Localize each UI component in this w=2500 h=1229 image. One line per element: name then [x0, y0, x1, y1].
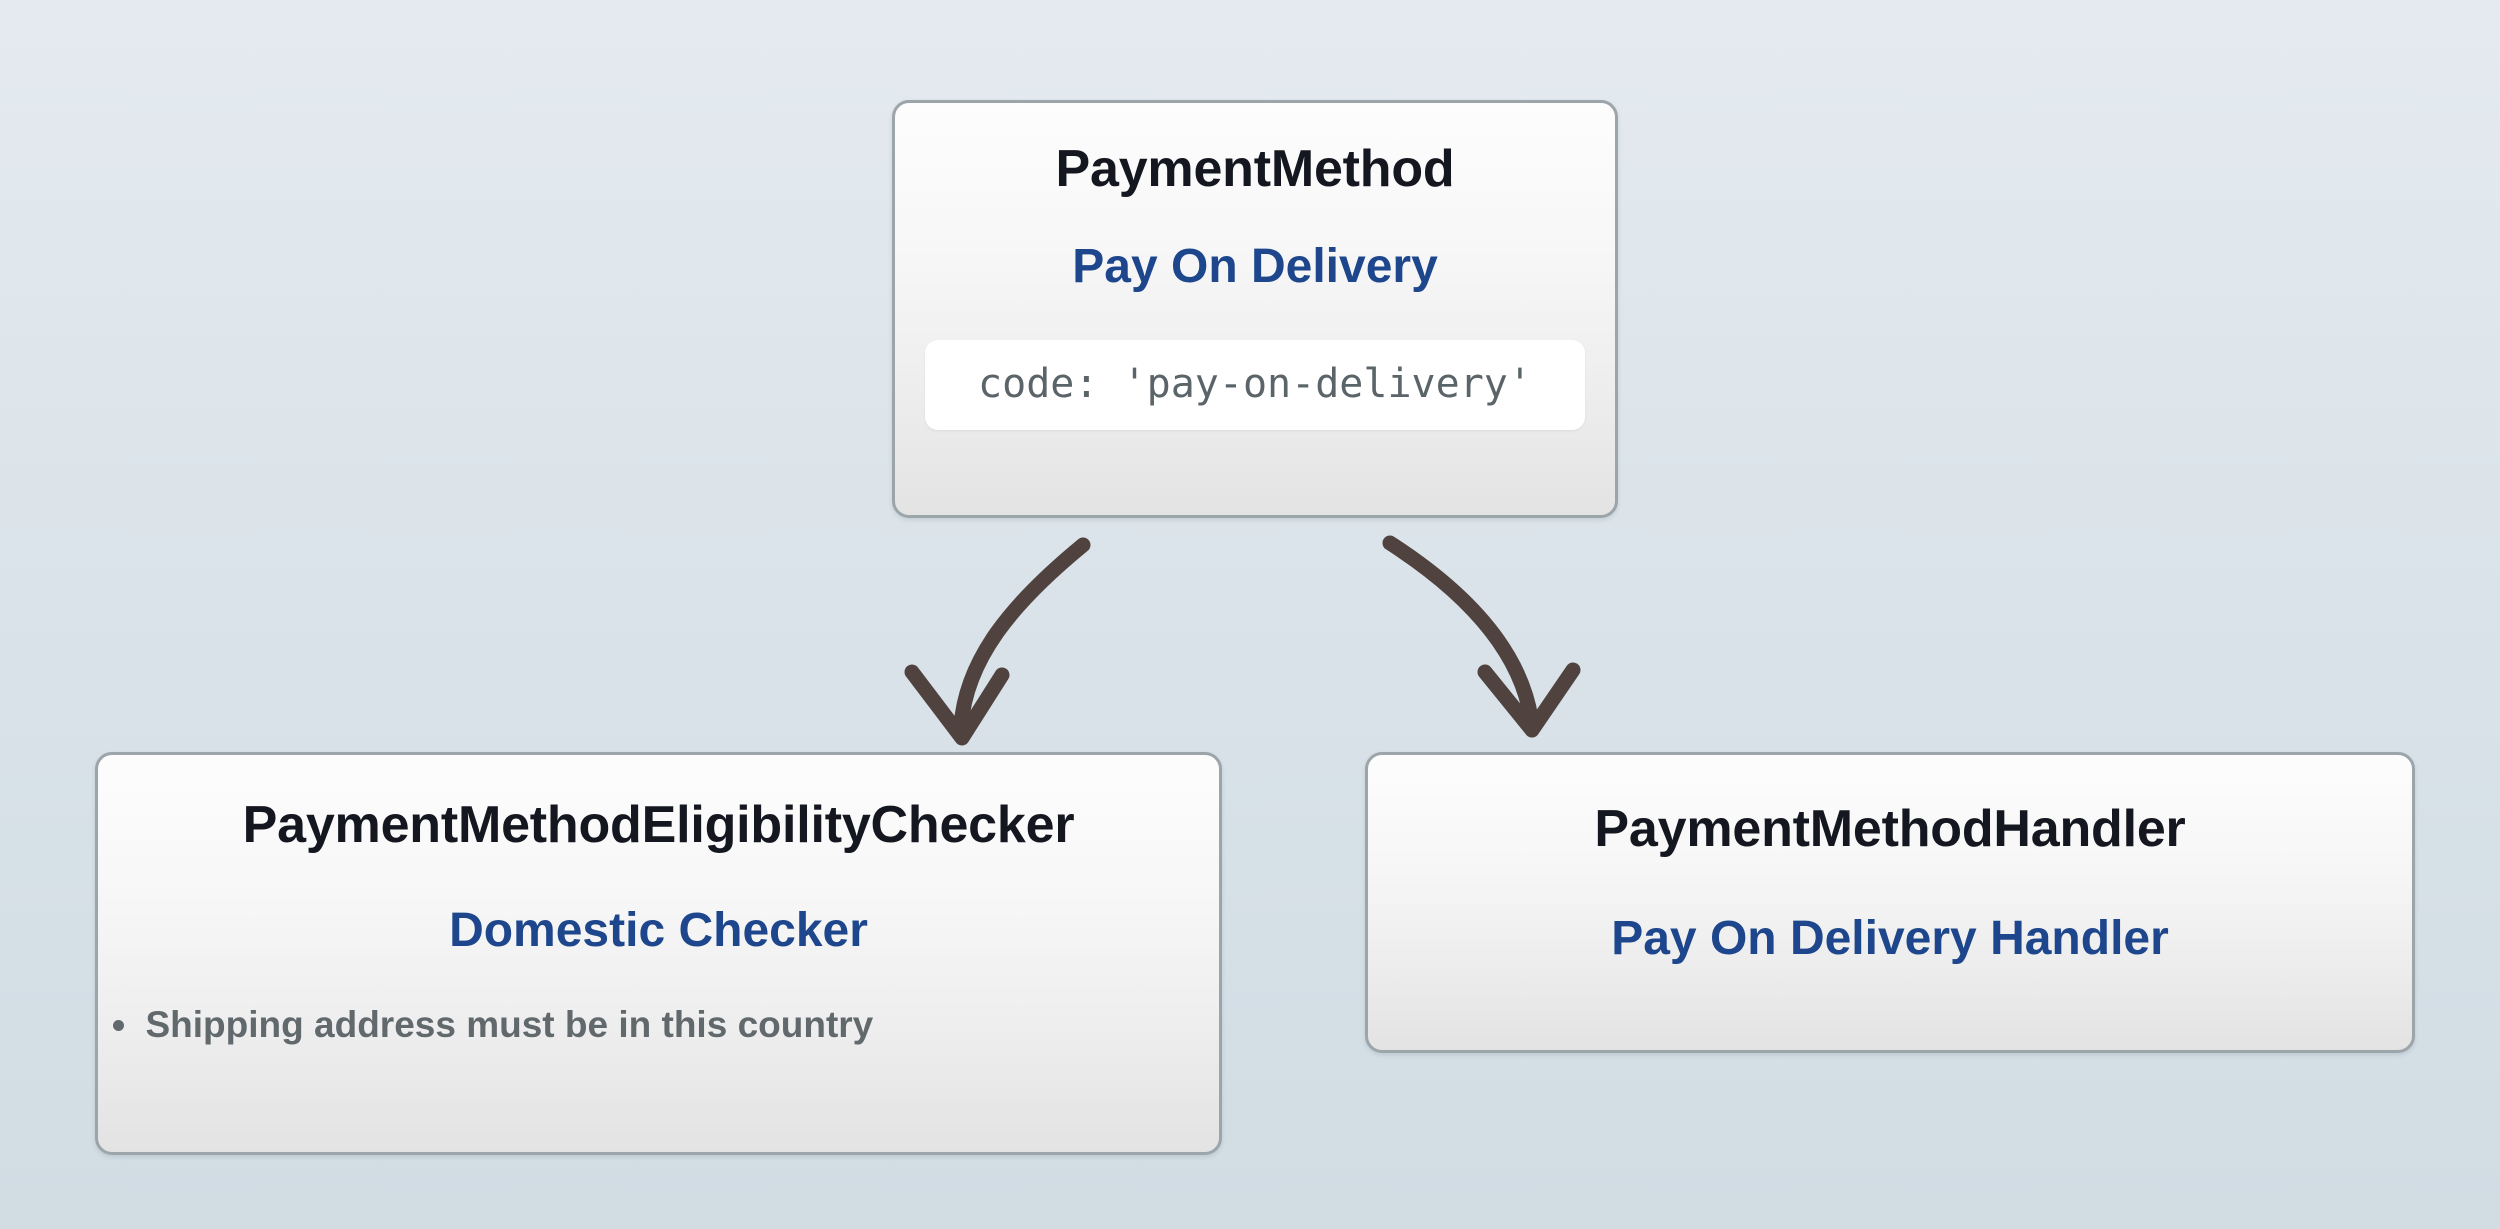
node-payment-handler-subtitle: Pay On Delivery Handler: [1611, 912, 2169, 965]
bullet-dot-icon: [112, 1019, 124, 1031]
node-payment-method-eligibility-checker[interactable]: PaymentMethodEligibilityChecker Domestic…: [95, 752, 1222, 1155]
edge-to-eligibility-checker: [904, 537, 1091, 746]
node-payment-method[interactable]: PaymentMethod Pay On Delivery code: 'pay…: [892, 100, 1618, 518]
node-payment-method-handler[interactable]: PaymentMethodHandler Pay On Delivery Han…: [1365, 752, 2415, 1053]
node-payment-method-code-badge: code: 'pay-on-delivery': [925, 340, 1585, 430]
node-eligibility-checker-bullet-list: Shipping address must be in this country: [84, 1004, 1234, 1046]
edge-to-payment-handler: [1382, 535, 1581, 738]
node-payment-handler-title: PaymentMethodHandler: [1594, 800, 2186, 858]
node-eligibility-checker-subtitle: Domestic Checker: [449, 904, 868, 957]
node-eligibility-checker-title: PaymentMethodEligibilityChecker: [242, 796, 1075, 854]
list-item: Shipping address must be in this country: [112, 1004, 1234, 1046]
node-payment-method-subtitle: Pay On Delivery: [1072, 240, 1438, 293]
bullet-item-label: Shipping address must be in this country: [145, 1004, 874, 1045]
node-payment-method-title: PaymentMethod: [1055, 140, 1455, 198]
